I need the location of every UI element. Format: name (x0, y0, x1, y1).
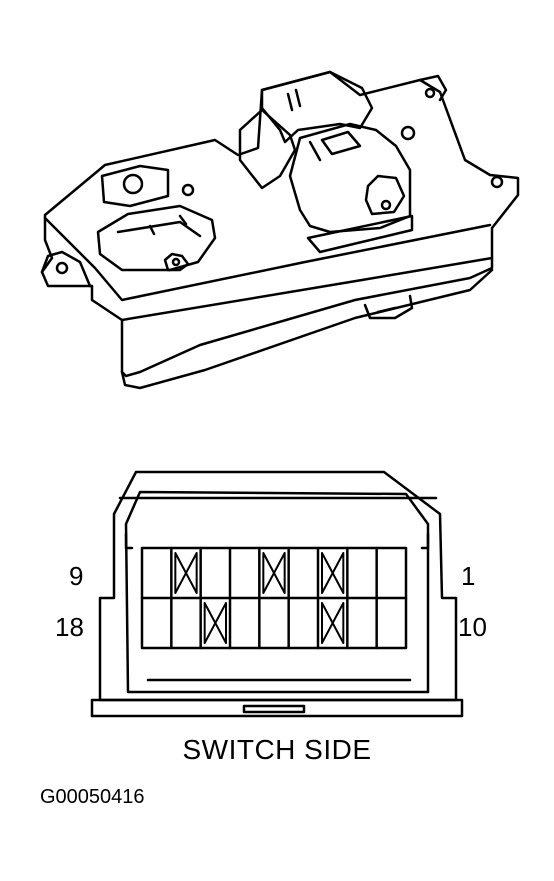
body-front-edge (120, 256, 494, 322)
rocker-switch-right-lower (288, 122, 412, 234)
rocker-left-knob (163, 252, 190, 272)
mounting-hole-right (424, 87, 436, 99)
switch-assembly (40, 70, 520, 390)
pin-label-18: 18 (55, 612, 84, 642)
rocker-switch-right-front (238, 108, 297, 190)
mounting-hole-far-right (490, 175, 504, 189)
rocker-left-knob-dot (171, 257, 181, 267)
connector-inner-rim (124, 490, 430, 694)
body-tab-notch (376, 306, 397, 314)
rocker-right-base (306, 214, 414, 254)
blanked-cavity (321, 552, 345, 594)
caption-switch-side: SWITCH SIDE (182, 734, 372, 765)
figure-id: G00050416 (40, 786, 145, 808)
lock-button-dot (122, 173, 144, 195)
mounting-hole-left (55, 261, 69, 275)
blanked-cavity (262, 552, 286, 594)
rocker-right-knob-dot (380, 199, 392, 211)
pin-label-1: 1 (461, 561, 476, 591)
peg-right (400, 125, 416, 141)
connector-guide-right (420, 532, 430, 550)
lock-button (100, 164, 170, 208)
rocker-right-upper-slots (286, 88, 302, 112)
pin-grid-blanked (174, 552, 345, 644)
rocker-switch-left (96, 204, 217, 272)
rocker-right-lower-slot (308, 130, 362, 162)
connector-latch-tab (242, 704, 306, 714)
connector-housing (98, 470, 458, 702)
peg-left (181, 183, 195, 197)
connector-guide-left (124, 532, 134, 550)
body-tab-right (363, 294, 414, 320)
body-top-edge (43, 216, 492, 302)
pin-label-10: 10 (458, 612, 487, 642)
connector (90, 470, 464, 718)
blanked-cavity (203, 602, 227, 644)
connector-base (90, 698, 464, 718)
mounting-ear-right (418, 74, 448, 102)
pin-grid-columns (170, 546, 378, 650)
pin-label-9: 9 (69, 561, 84, 591)
body-base (120, 268, 494, 390)
rocker-left-mark (148, 214, 188, 236)
blanked-cavity (174, 552, 198, 594)
pin-grid (140, 546, 408, 650)
rocker-right-knob (364, 174, 406, 216)
blanked-cavity (321, 602, 345, 644)
rocker-switch-right-upper (260, 70, 374, 144)
rocker-left-face (116, 220, 202, 238)
mounting-ear-left (40, 250, 92, 288)
